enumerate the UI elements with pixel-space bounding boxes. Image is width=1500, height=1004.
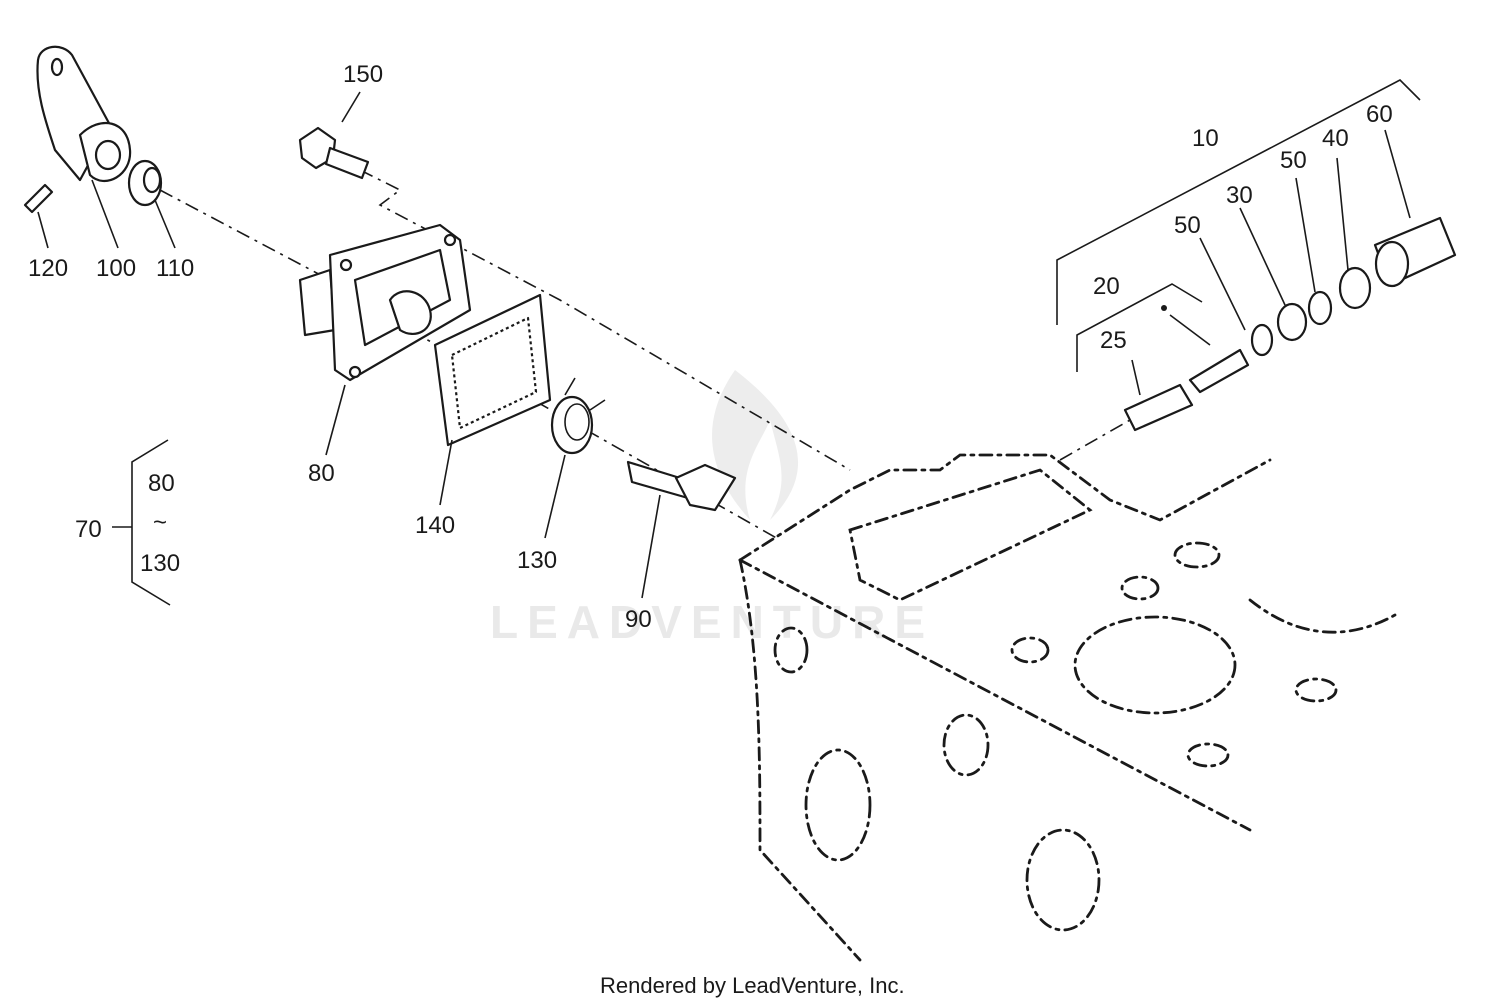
callouts: 150 120 100 110 80 140 130 90 10 20 25 5… — [28, 61, 1393, 633]
callout-140: 140 — [415, 512, 455, 539]
callout-60: 60 — [1366, 101, 1393, 128]
callout-group-130: 130 — [140, 550, 180, 577]
part-110-seal — [127, 159, 163, 207]
watermark: LEADVENTURE — [490, 370, 934, 648]
part-90-shaft — [626, 460, 737, 512]
callout-40: 40 — [1322, 125, 1349, 152]
part-30-nut — [1276, 302, 1308, 342]
callout-120: 120 — [28, 255, 68, 282]
part-120-pin — [23, 183, 54, 214]
part-80-housing — [298, 223, 472, 382]
callout-50-a: 50 — [1174, 212, 1201, 239]
callout-80: 80 — [308, 460, 335, 487]
part-140-gasket — [433, 293, 552, 447]
callout-50-b: 50 — [1280, 147, 1307, 174]
part-50-washer-b — [1307, 290, 1333, 326]
callout-70: 70 — [75, 516, 102, 543]
part-40-nut — [1338, 266, 1372, 310]
callout-150: 150 — [343, 61, 383, 88]
callout-100: 100 — [96, 255, 136, 282]
part-20-needle — [1188, 348, 1250, 394]
part-50-washer-a — [1250, 323, 1274, 357]
leader-lines — [37, 79, 1421, 606]
part-100-lever — [36, 45, 132, 182]
callout-10: 10 — [1192, 125, 1219, 152]
callout-110: 110 — [156, 255, 194, 282]
part-130-spring — [550, 377, 606, 455]
part-25-spring — [1123, 383, 1194, 432]
callout-group-80: 80 — [148, 470, 175, 497]
part-60-cap — [1373, 216, 1457, 288]
callout-25: 25 — [1100, 327, 1127, 354]
footer-credit: Rendered by LeadVenture, Inc. — [600, 973, 905, 998]
watermark-text: LEADVENTURE — [490, 596, 934, 648]
callout-130: 130 — [517, 547, 557, 574]
part-150-bolt — [298, 126, 370, 180]
callout-range-separator: ~ — [153, 509, 167, 536]
callout-20: 20 — [1093, 273, 1120, 300]
callout-90: 90 — [625, 606, 652, 633]
engine-block — [738, 453, 1397, 962]
callout-30: 30 — [1226, 182, 1253, 209]
